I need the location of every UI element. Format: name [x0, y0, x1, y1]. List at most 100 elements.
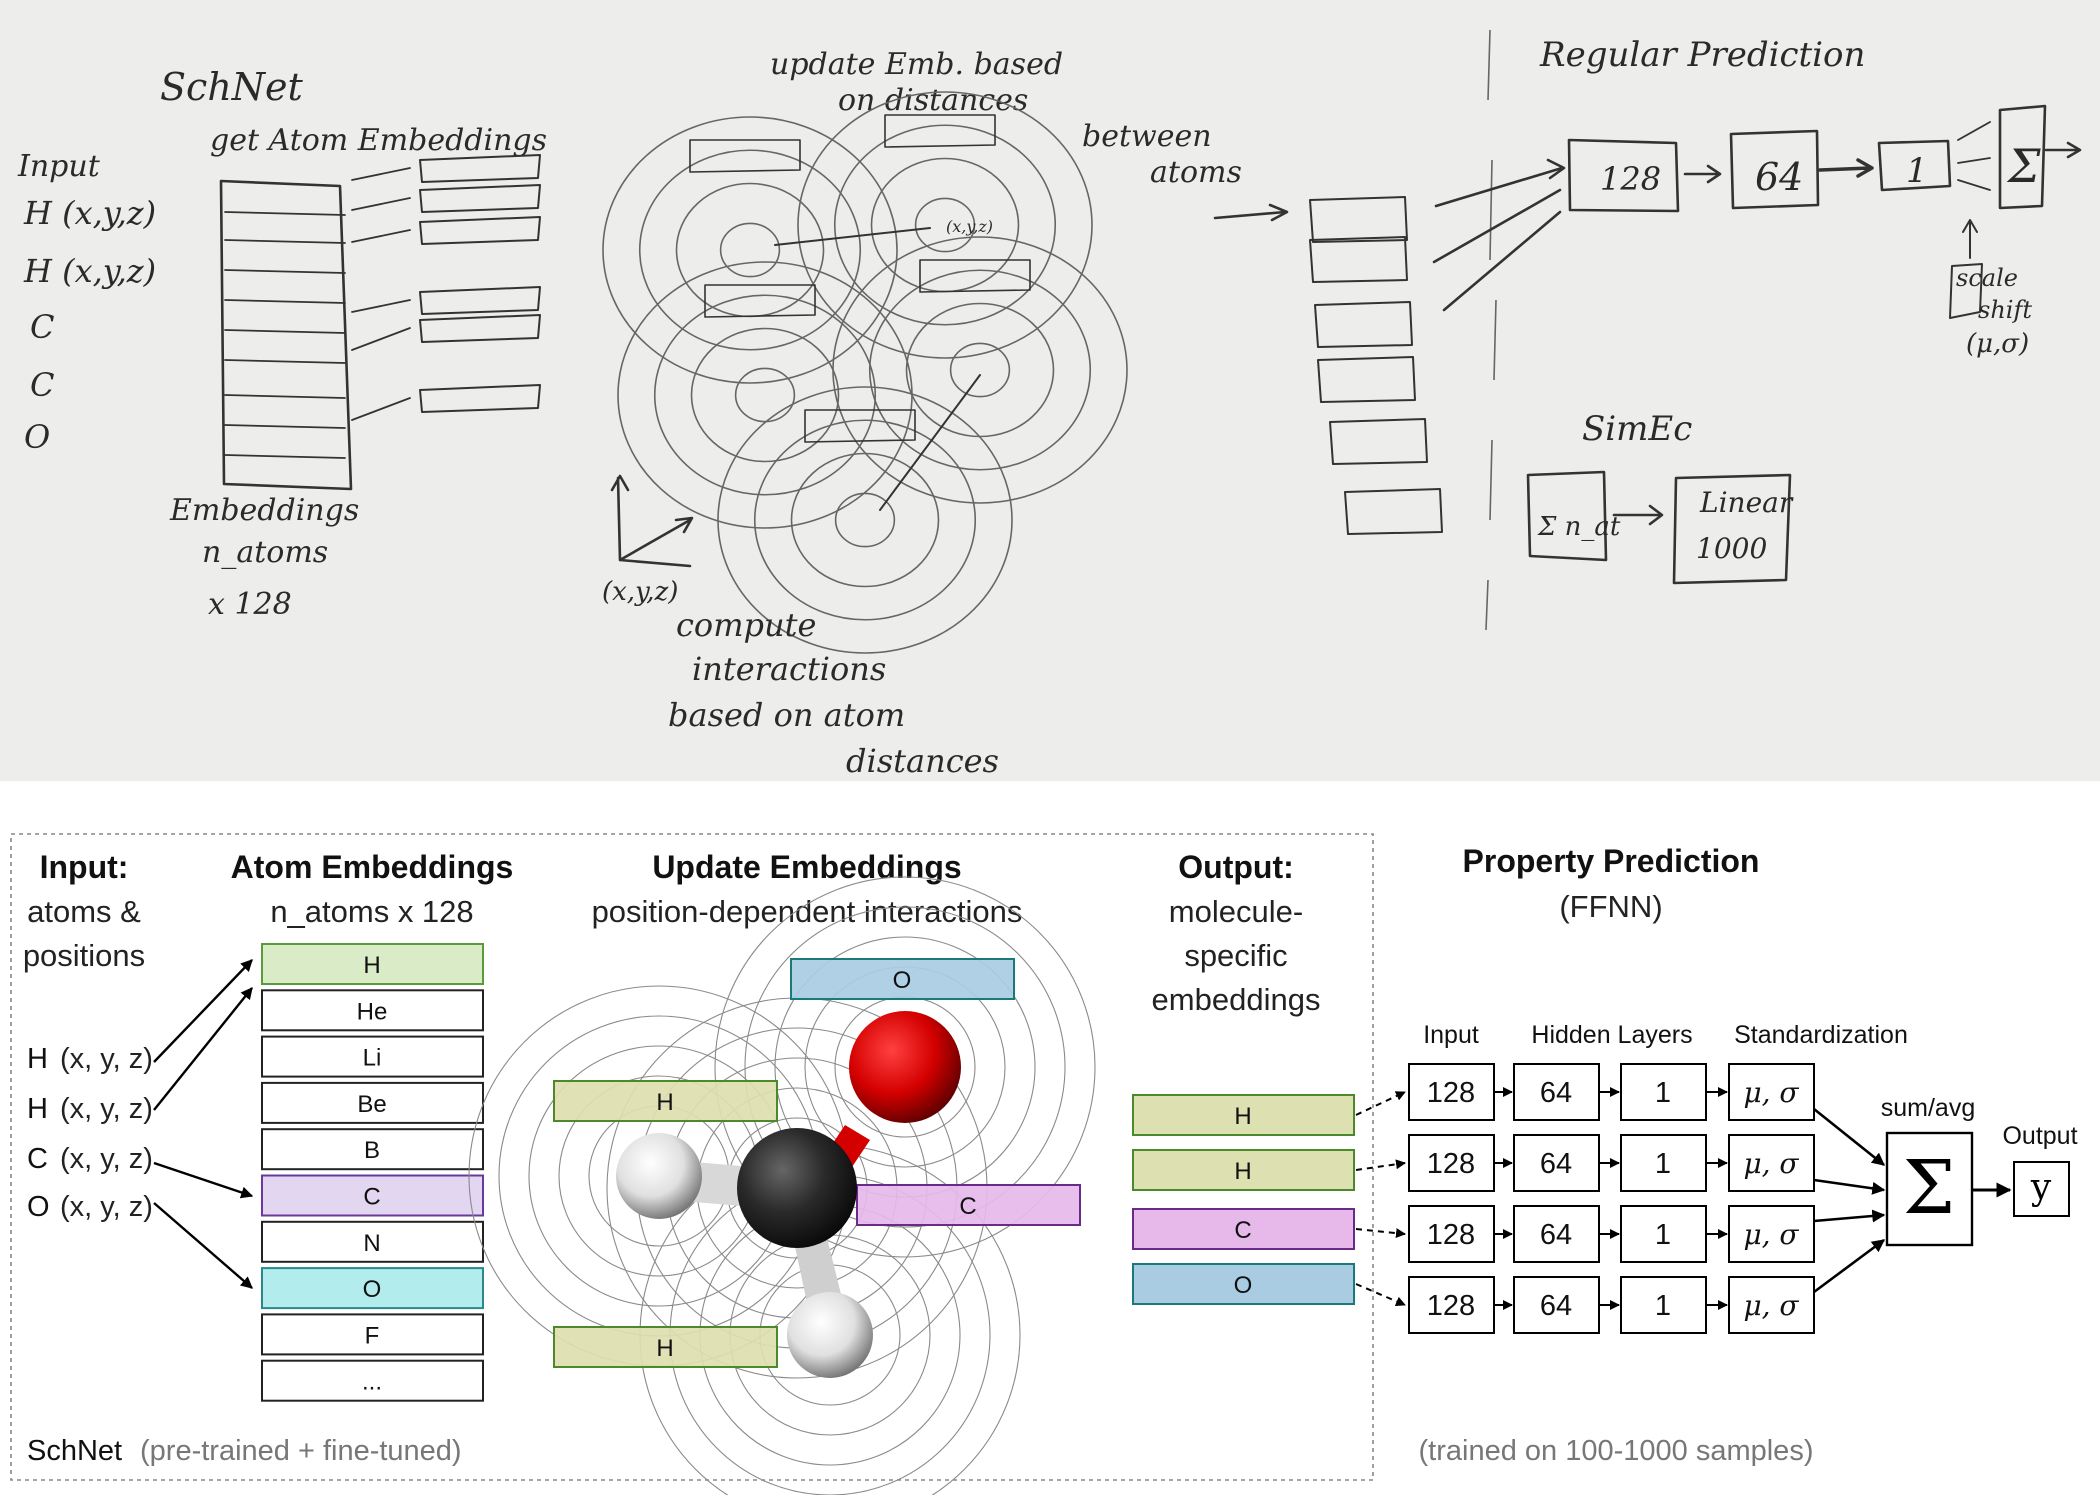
sketch-embedding-box	[689, 139, 801, 173]
output-embedding-label: O	[1234, 1272, 1253, 1299]
input-sub-1: atoms &	[27, 894, 141, 929]
sketch-output-box	[1309, 196, 1408, 243]
sketch-axes-icon	[610, 474, 694, 568]
ffnn-cell-label: 128	[1427, 1148, 1475, 1180]
sketch-embedding-box	[419, 184, 541, 213]
col-standardization: Standardization	[1734, 1021, 1908, 1049]
ffnn-cell	[1513, 1276, 1600, 1334]
embedding-to-ffnn-arrow	[1355, 1283, 1406, 1307]
ffnn-cell	[1620, 1276, 1707, 1334]
ffnn-cell-label: 1	[1655, 1148, 1671, 1180]
atom-embedding-label: H	[656, 1089, 673, 1116]
sketch-layer-64: 64	[1755, 155, 1803, 199]
sketch-circle	[833, 124, 1057, 326]
sketch-scale-shift: scale	[1956, 264, 2018, 292]
sketch-arrow	[1962, 219, 1978, 259]
sketch-circle	[868, 269, 1092, 471]
output-sub-3: embeddings	[1152, 982, 1321, 1017]
ffnn-cell	[1513, 1134, 1600, 1192]
input-atom-position: (x, y, z)	[60, 1093, 153, 1125]
sketch-small-boxes	[351, 154, 541, 421]
sketch-arrow	[1213, 203, 1289, 222]
sketch-arrow	[351, 229, 411, 243]
to-sum-arrow	[1813, 1107, 1886, 1167]
ffnn-cell-label: μ, σ	[1743, 1289, 1799, 1322]
lookup-arrow	[153, 1202, 253, 1289]
sketch-circle	[602, 116, 898, 384]
sketch-sum: Σ	[2006, 139, 2041, 193]
output-box	[2013, 1161, 2070, 1217]
ffnn-cell	[1620, 1134, 1707, 1192]
output-embedding-row	[1132, 1094, 1355, 1136]
ffnn-cell-label: 64	[1540, 1290, 1572, 1322]
sketch-input-atom: O	[24, 418, 50, 456]
input-atom-position: (x, y, z)	[60, 1143, 153, 1175]
embedding-row	[261, 1220, 484, 1263]
sketch-layer-128: 128	[1600, 160, 1661, 198]
sketch-arrow	[1818, 158, 1874, 178]
sketch-stack-row	[224, 329, 346, 334]
schnet-dashed-frame	[10, 833, 1374, 1481]
sketch-embedding-box	[419, 286, 541, 315]
sketch-arrow	[1612, 504, 1664, 526]
sketch-linear: Linear	[1699, 486, 1794, 519]
sketch-box-128	[1567, 138, 1680, 213]
embedding-row-label: N	[363, 1230, 380, 1257]
embedding-table: HHeLiBeBCNOF...	[261, 943, 484, 1402]
embedding-row-label: O	[363, 1276, 382, 1303]
output-sub-1: molecule-	[1169, 894, 1303, 929]
embedding-row	[261, 1081, 484, 1124]
sketch-input-atom: H (x,y,z)	[23, 252, 156, 290]
sketch-bond	[774, 227, 981, 511]
sketch-embedding-box	[419, 384, 541, 413]
sketch-simec-sum: Σ n_at	[1537, 512, 1621, 542]
sketch-circle	[638, 149, 862, 351]
ffnn-footer: (trained on 100-1000 samples)	[1419, 1435, 1814, 1467]
input-atom-position: (x, y, z)	[60, 1191, 153, 1223]
sketch-sum-box	[1998, 104, 2047, 210]
output-title: Output:	[1178, 849, 1294, 885]
embeddings-sub: n_atoms x 128	[270, 894, 473, 929]
embedding-row-label: Be	[357, 1091, 386, 1118]
atom-embedding-label: H	[656, 1335, 673, 1362]
embedding-row	[261, 1313, 484, 1356]
to-sum-arrow	[1813, 1209, 1886, 1223]
embedding-row	[261, 1035, 484, 1078]
ffnn-sub: (FFNN)	[1559, 889, 1662, 924]
sketch-arrow	[351, 299, 411, 313]
sketch-scale-shift: shift	[1978, 296, 2032, 324]
ffnn-cell-label: 64	[1540, 1077, 1572, 1109]
sketch-scale-box	[1949, 263, 1983, 319]
sketch-embeddings-label: x 128	[208, 587, 292, 622]
embeddings-title: Atom Embeddings	[231, 849, 514, 885]
ffnn-cell	[1728, 1276, 1815, 1334]
to-sum-arrow	[1813, 1238, 1886, 1294]
update-sub: position-dependent interactions	[592, 894, 1023, 929]
ffnn-cell	[1728, 1205, 1815, 1263]
ffnn-cell-label: μ, σ	[1743, 1147, 1799, 1180]
sketch-arrow	[2044, 141, 2082, 159]
footer-schnet-note: (pre-trained + fine-tuned)	[140, 1435, 462, 1467]
embedding-to-ffnn-arrow	[1355, 1228, 1406, 1239]
sketch-update-label: atoms	[1150, 155, 1242, 190]
col-input: Input	[1423, 1021, 1479, 1049]
sketch-arrow	[1683, 164, 1722, 184]
ffnn-cell-label: 64	[1540, 1219, 1572, 1251]
sketch-divider	[1485, 29, 1497, 631]
embedding-row-label: C	[363, 1184, 380, 1211]
sketch-stack-row	[224, 394, 346, 399]
ffnn-cell-label: μ, σ	[1743, 1218, 1799, 1251]
sketch-input-atom: H (x,y,z)	[23, 194, 156, 232]
sum-label: sum/avg	[1881, 1094, 1975, 1122]
embedding-lookup-arrows	[153, 959, 254, 1289]
sketch-axes-label: (x,y,z)	[602, 577, 678, 607]
ffnn-cell	[1620, 1205, 1707, 1263]
sketch-get-embeddings: get Atom Embeddings	[210, 123, 547, 158]
sketch-circle	[834, 492, 896, 548]
atom-o-sphere	[849, 1011, 961, 1123]
input-atom-element: H	[27, 1093, 48, 1125]
sketch-right-stack	[1309, 196, 1443, 535]
